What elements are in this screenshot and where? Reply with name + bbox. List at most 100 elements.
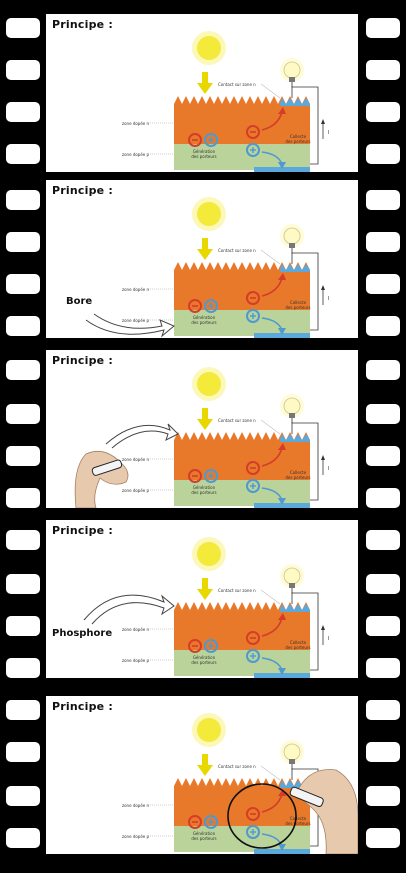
zone-n-layer <box>174 432 310 480</box>
sprocket-hole <box>6 446 40 466</box>
sprocket-hole <box>366 742 400 762</box>
top-contact <box>280 98 310 106</box>
sprocket-hole <box>6 274 40 294</box>
sprocket-hole <box>366 190 400 210</box>
hole-icon <box>246 143 260 157</box>
hole-icon <box>204 299 218 313</box>
sprocket-hole <box>6 404 40 424</box>
contact-label: Contact sur zone n <box>218 248 256 253</box>
hole-icon <box>204 133 218 147</box>
film-frame-1: I <box>46 14 358 172</box>
electron-icon <box>246 461 260 475</box>
light-bulb-icon <box>280 58 304 82</box>
zone-p-label: zone dopée p <box>122 318 150 323</box>
curved-arrow-icon <box>83 594 175 625</box>
frame-title: Principe : <box>52 18 113 31</box>
bottom-contact <box>254 167 310 172</box>
zone-n-layer <box>174 96 310 144</box>
sprocket-hole <box>366 144 400 164</box>
zone-n-layer <box>174 602 310 650</box>
bottom-contact <box>254 333 310 338</box>
light-bulb-icon <box>280 740 304 764</box>
zone-n-label: zone dopée n <box>122 803 150 808</box>
solar-cell-diagram: I <box>148 537 329 678</box>
zone-n-label: zone dopée n <box>122 121 150 126</box>
top-contact <box>280 434 310 442</box>
electron-icon <box>188 133 202 147</box>
hole-icon <box>246 479 260 493</box>
film-frame-2: I <box>46 180 358 338</box>
sprocket-hole <box>6 742 40 762</box>
sprocket-hole <box>366 274 400 294</box>
contact-label: Contact sur zone n <box>218 588 256 593</box>
sun-icon <box>197 36 221 60</box>
sprocket-hole <box>6 360 40 380</box>
sprocket-hole <box>366 700 400 720</box>
electron-flow-arrow <box>261 793 283 813</box>
zone-n-label: zone dopée n <box>122 627 150 632</box>
handwritten-label: Phosphore <box>52 628 113 639</box>
handwritten-label: Bore <box>66 296 93 307</box>
curved-arrow-icon <box>85 313 175 338</box>
current-symbol: I <box>328 296 329 302</box>
electron-icon <box>246 291 260 305</box>
sprocket-hole <box>6 316 40 336</box>
sun-icon <box>197 202 221 226</box>
solar-cell-diagram: I <box>148 31 329 172</box>
solar-cell-diagram: I <box>148 367 329 508</box>
film-frame-4: I <box>46 520 358 678</box>
drawing-hand-icon <box>74 423 179 508</box>
light-arrow-icon <box>197 754 213 776</box>
sprocket-hole <box>366 18 400 38</box>
sprocket-hole <box>6 530 40 550</box>
sprocket-hole <box>6 574 40 594</box>
zone-p-layer <box>174 144 310 170</box>
sprocket-hole <box>6 658 40 678</box>
film-frame-3: I <box>46 350 358 508</box>
sun-icon <box>197 372 221 396</box>
sprocket-hole <box>6 144 40 164</box>
contact-label: Contact sur zone n <box>218 418 256 423</box>
frame-title: Principe : <box>52 354 113 367</box>
sprocket-hole <box>366 60 400 80</box>
zone-n-layer <box>174 262 310 310</box>
sprocket-hole <box>366 488 400 508</box>
zone-n-layer <box>174 778 310 826</box>
zone-n-label: zone dopée n <box>122 457 150 462</box>
zone-p-layer <box>174 826 310 852</box>
hole-icon <box>204 469 218 483</box>
sprocket-hole <box>366 232 400 252</box>
frame-title: Principe : <box>52 524 113 537</box>
contact-label: Contact sur zone n <box>218 764 256 769</box>
hole-icon <box>246 649 260 663</box>
sprocket-hole <box>366 828 400 848</box>
hole-icon <box>246 309 260 323</box>
sprocket-hole <box>6 488 40 508</box>
hole-icon <box>204 815 218 829</box>
sprocket-hole <box>366 316 400 336</box>
zone-p-label: zone dopée p <box>122 834 150 839</box>
sprocket-hole <box>6 190 40 210</box>
frame-title: Principe : <box>52 184 113 197</box>
electron-icon <box>246 125 260 139</box>
sprocket-hole <box>6 616 40 636</box>
sprocket-hole <box>6 18 40 38</box>
current-symbol: I <box>328 466 329 472</box>
sprocket-hole <box>366 574 400 594</box>
electron-flow-arrow <box>261 111 283 131</box>
light-bulb-icon <box>280 224 304 248</box>
collecte-label: Collecte des porteurs <box>285 470 311 480</box>
generation-label: Génération des porteurs <box>191 149 217 159</box>
top-contact <box>280 604 310 612</box>
collecte-label: Collecte des porteurs <box>285 134 311 144</box>
electron-flow-arrow <box>261 447 283 467</box>
zone-p-label: zone dopée p <box>122 658 150 663</box>
electron-icon <box>246 631 260 645</box>
light-arrow-icon <box>197 408 213 430</box>
zone-p-layer <box>174 650 310 676</box>
electron-icon <box>188 469 202 483</box>
zone-p-label: zone dopée p <box>122 152 150 157</box>
zone-p-layer <box>174 310 310 336</box>
electron-icon <box>188 815 202 829</box>
